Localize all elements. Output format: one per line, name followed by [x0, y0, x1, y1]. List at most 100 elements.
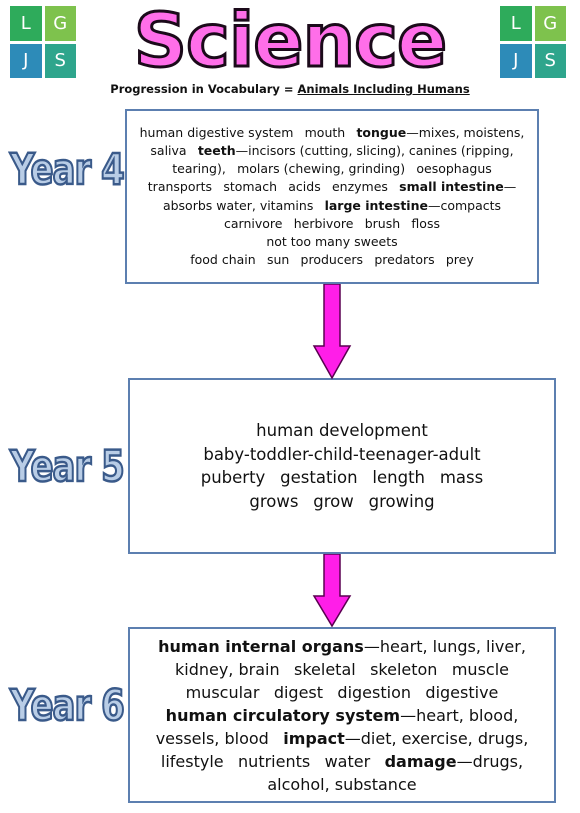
- vocab-word: digestion: [337, 682, 412, 702]
- vocab-line: baby-toddler-child-teenager-adult: [201, 443, 484, 467]
- subtitle-prefix: Progression in Vocabulary =: [110, 82, 298, 96]
- vocab-word: —heart, lungs, liver,: [363, 636, 526, 656]
- vocab-word: digestive: [425, 682, 499, 702]
- vocab-line: kidney, brain skeletal skeleton muscle: [156, 658, 529, 681]
- logo-tile-l: L: [500, 6, 532, 41]
- year-6-label: Year 6: [9, 680, 126, 733]
- vocab-word: muscle: [451, 659, 509, 679]
- vocab-line: human digestive system mouth tongue—mixes,…: [140, 124, 525, 142]
- vocab-line: human development: [201, 419, 484, 443]
- vocab-word: not too many sweets: [266, 233, 398, 249]
- year-4-vocabulary-box: human digestive system mouth tongue—mixes,…: [125, 109, 539, 284]
- vocab-word: transports: [147, 179, 213, 195]
- vocab-word: lifestyle: [160, 751, 224, 771]
- vocab-word: molars (chewing, grinding): [237, 161, 406, 177]
- key-term: human circulatory system: [165, 705, 401, 725]
- vocab-word: enzymes: [331, 179, 388, 195]
- logo-tile-s: S: [44, 43, 76, 78]
- vocab-line: alcohol, substance: [156, 773, 529, 796]
- vocab-word: oesophagus: [416, 161, 492, 177]
- vocab-word: —compacts: [427, 197, 502, 213]
- vocab-word: puberty: [200, 468, 266, 487]
- subtitle-topic: Animals Including Humans: [297, 82, 470, 96]
- vocab-word: —incisors (cutting, slicing), canines (r…: [235, 142, 514, 158]
- vocab-word: brush: [364, 215, 401, 231]
- vocab-word: human digestive system: [139, 124, 294, 140]
- key-term: human internal organs: [158, 636, 364, 656]
- year-5-words: human development baby-toddler-child-teen…: [201, 419, 484, 513]
- vocab-word: vessels, blood: [155, 728, 269, 748]
- page-subtitle: Progression in Vocabulary = Animals Incl…: [0, 82, 580, 96]
- key-term: small intestine: [399, 179, 504, 195]
- year-5-label: Year 5: [9, 441, 126, 494]
- vocab-word: gestation: [280, 468, 358, 487]
- key-term: impact: [283, 728, 345, 748]
- vocab-word: growing: [368, 491, 435, 511]
- lgjs-logo-left: L G J S: [10, 6, 76, 78]
- vocab-word: baby-toddler-child-teenager-adult: [203, 444, 481, 464]
- vocab-word: alcohol, substance: [267, 774, 417, 794]
- year-4-words: human digestive system mouth tongue—mixes,…: [140, 124, 525, 270]
- vocab-word: —heart, blood,: [400, 705, 519, 725]
- logo-tile-l: L: [10, 6, 42, 41]
- vocab-line: puberty gestation length mass: [201, 466, 484, 490]
- vocab-word: length: [372, 468, 426, 487]
- vocab-line: transports stomach acids enzymes small intes…: [140, 178, 525, 196]
- vocab-line: not too many sweets: [140, 233, 525, 251]
- vocab-word: —drugs,: [456, 751, 524, 771]
- vocab-line: human circulatory system—heart, blood,: [156, 704, 529, 727]
- year-4-label: Year 4: [9, 144, 126, 197]
- key-term: large intestine: [324, 197, 428, 213]
- vocab-word: sun: [266, 252, 290, 268]
- year-5-vocabulary-box: human development baby-toddler-child-teen…: [128, 378, 556, 554]
- logo-tile-g: G: [534, 6, 566, 41]
- vocab-word: skeletal: [294, 659, 356, 679]
- vocab-word: carnivore: [224, 215, 283, 231]
- year-6-words: human internal organs—heart, lungs, live…: [156, 635, 529, 796]
- logo-tile-g: G: [44, 6, 76, 41]
- vocab-line: tearing), molars (chewing, grinding) oesop…: [140, 160, 525, 178]
- vocab-line: human internal organs—heart, lungs, live…: [156, 635, 529, 658]
- vocab-word: predators: [374, 252, 435, 268]
- logo-tile-j: J: [10, 43, 42, 78]
- arrow-down-icon: [312, 284, 352, 380]
- year-6-vocabulary-box: human internal organs—heart, lungs, live…: [128, 627, 556, 803]
- vocab-word: —diet, exercise, drugs,: [344, 728, 529, 748]
- logo-tile-s: S: [534, 43, 566, 78]
- vocab-word: absorbs water, vitamins: [162, 197, 314, 213]
- vocab-word: human development: [256, 421, 428, 440]
- vocab-line: absorbs water, vitamins large intestine—c…: [140, 197, 525, 215]
- vocab-word: digest: [273, 682, 324, 702]
- vocab-line: lifestyle nutrients water damage—drugs,: [156, 750, 529, 773]
- lgjs-logo-right: L G J S: [500, 6, 566, 78]
- vocab-word: mouth: [304, 124, 346, 140]
- vocab-word: —mixes, moistens,: [406, 124, 525, 140]
- key-term: tongue: [356, 124, 407, 140]
- vocab-line: vessels, blood impact—diet, exercise, dru…: [156, 727, 529, 750]
- vocab-word: herbivore: [293, 215, 354, 231]
- vocab-word: mass: [439, 468, 484, 487]
- vocab-word: food chain: [190, 252, 256, 268]
- arrow-down-icon: [312, 554, 352, 628]
- vocab-word: muscular: [185, 682, 260, 702]
- vocab-word: acids: [288, 179, 321, 195]
- vocab-word: nutrients: [238, 751, 311, 771]
- vocab-word: kidney, brain: [174, 659, 280, 679]
- vocab-word: producers: [300, 252, 364, 268]
- vocab-word: skeleton: [370, 659, 438, 679]
- vocab-word: water: [324, 751, 371, 771]
- vocab-word: grows: [249, 491, 299, 511]
- logo-tile-j: J: [500, 43, 532, 78]
- vocab-line: carnivore herbivore brush floss: [140, 215, 525, 233]
- vocab-word: stomach: [223, 179, 278, 195]
- vocab-word: —: [503, 179, 517, 195]
- vocab-word: floss: [411, 215, 440, 231]
- vocab-word: tearing),: [172, 161, 226, 177]
- vocab-line: muscular digest digestion digestive: [156, 681, 529, 704]
- key-term: damage: [384, 751, 457, 771]
- page-title: Science: [132, 0, 448, 86]
- key-term: teeth: [197, 142, 236, 158]
